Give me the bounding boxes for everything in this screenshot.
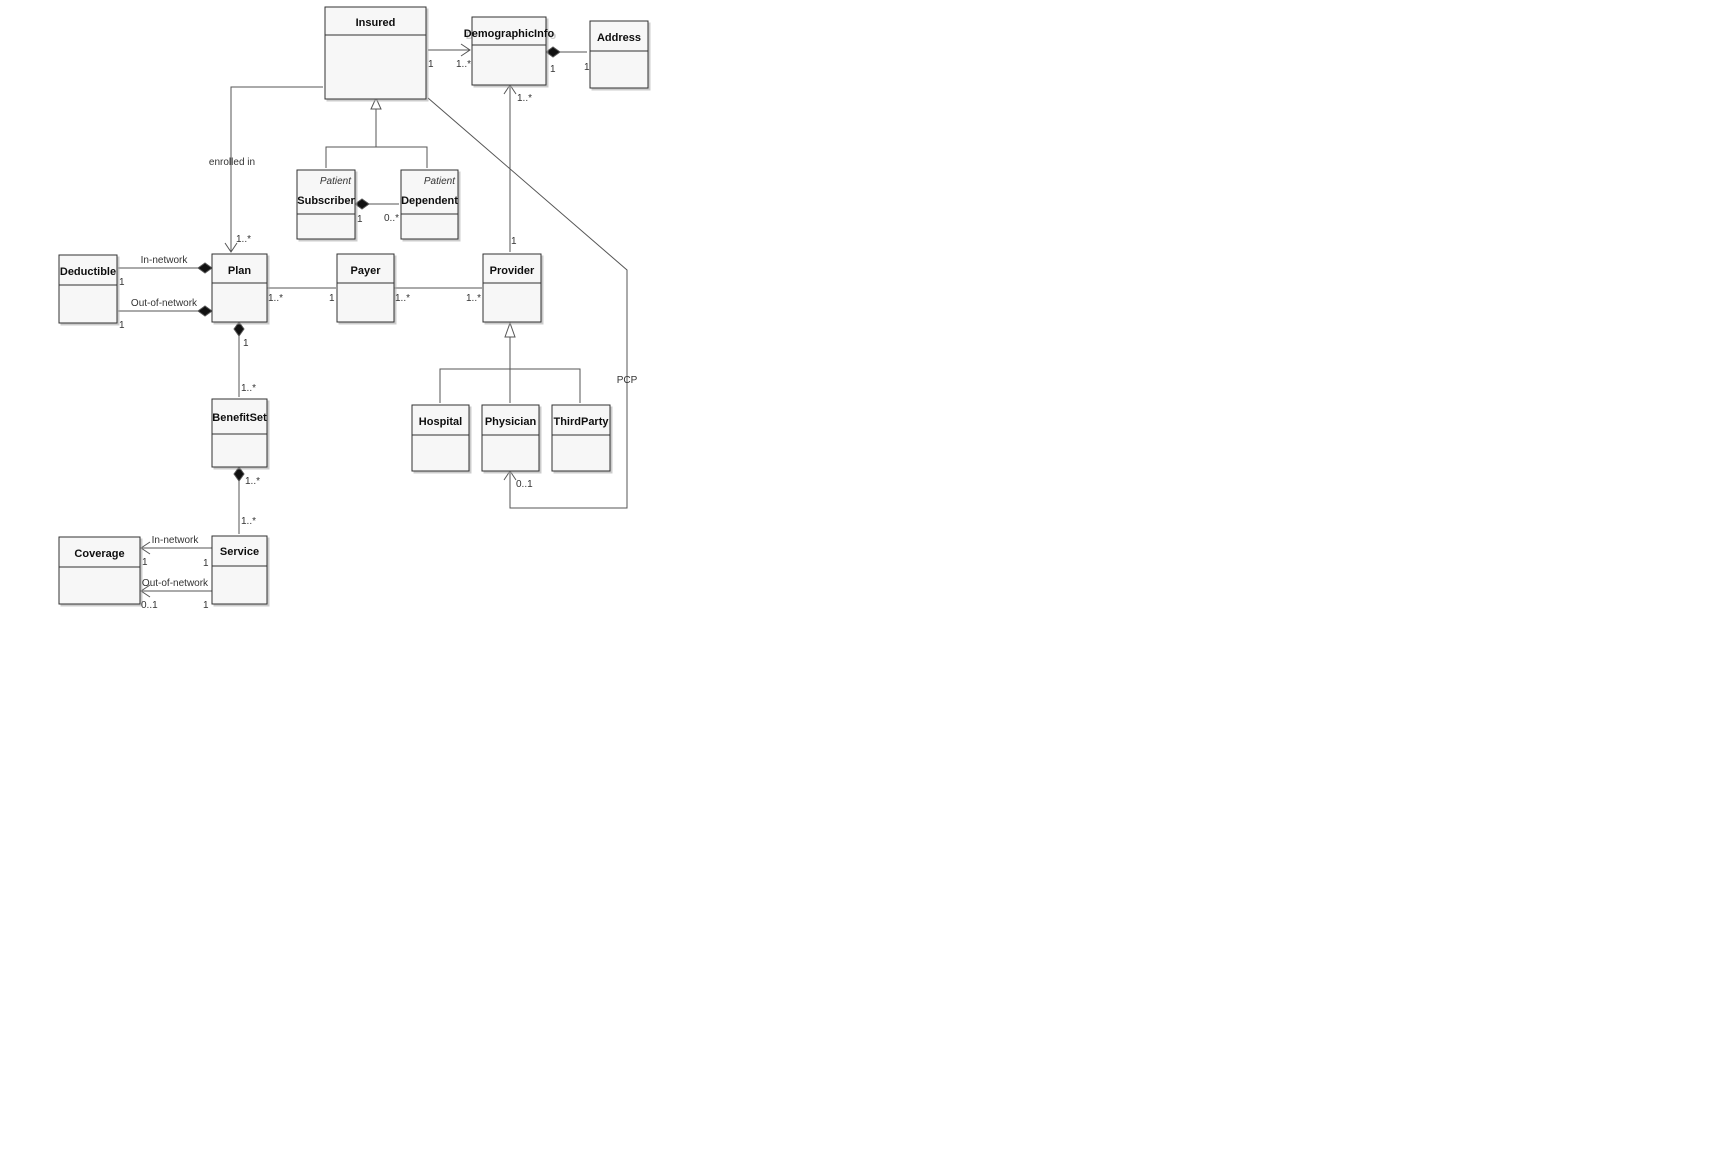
class-deductible[interactable]: Deductible [58, 254, 118, 324]
mult-insured-demo-dst: 1..* [456, 59, 471, 70]
class-name-thirdparty: ThirdParty [553, 416, 609, 428]
generalization-arrow-provider [504, 321, 516, 338]
diamond-benefitset-service [233, 466, 245, 482]
mult-insured-demo-src: 1 [428, 59, 434, 70]
connectors [118, 43, 628, 598]
class-address[interactable]: Address [589, 20, 649, 89]
mult-benefit-service-src: 1..* [245, 476, 260, 487]
mult-provider-demo-dst: 1..* [517, 93, 532, 104]
diamond-deductible-out [197, 305, 213, 317]
stereotype-dependent: Patient [424, 176, 456, 187]
class-physician[interactable]: Physician [481, 404, 540, 472]
class-name-dependent: Dependent [401, 195, 458, 207]
label-coverage-out-of-network: Out-of-network [142, 578, 209, 589]
class-hospital[interactable]: Hospital [411, 404, 470, 472]
arrowhead-enrolled-in [224, 242, 238, 253]
mult-ded-in-src: 1 [119, 277, 125, 288]
arrowhead-coverage-out [140, 584, 151, 598]
mult-plan-payer-src: 1..* [268, 293, 283, 304]
mult-cov-in-dst: 1 [142, 557, 148, 568]
class-name-payer: Payer [351, 265, 382, 277]
class-name-demographicinfo: DemographicInfo [464, 28, 555, 40]
class-name-address: Address [597, 32, 641, 44]
class-benefitset[interactable]: BenefitSet [211, 398, 268, 468]
label-pcp: PCP [617, 375, 638, 386]
label-deductible-out-of-network: Out-of-network [131, 298, 198, 309]
mult-cov-out-src: 1 [203, 600, 209, 611]
class-insured[interactable]: Insured [324, 6, 427, 100]
mult-plan-payer-dst: 1 [329, 293, 335, 304]
mult-enrolled-dst: 1..* [236, 234, 251, 245]
class-name-benefitset: BenefitSet [212, 412, 267, 424]
mult-sub-dep-src: 1 [357, 214, 363, 225]
generalization-subscriber [325, 146, 428, 168]
mult-demo-address-src: 1 [550, 64, 556, 75]
mult-benefit-service-dst: 1..* [241, 516, 256, 527]
class-plan[interactable]: Plan [211, 253, 268, 323]
class-name-subscriber: Subscriber [297, 195, 355, 207]
mult-ded-out-src: 1 [119, 320, 125, 331]
assoc-pcp [427, 97, 628, 509]
mult-demo-address-dst: 1 [584, 62, 590, 73]
class-name-provider: Provider [490, 265, 535, 277]
diamond-subscriber-dependent [354, 198, 370, 210]
class-coverage[interactable]: Coverage [58, 536, 141, 605]
class-payer[interactable]: Payer [336, 253, 395, 323]
mult-payer-provider-dst: 1..* [466, 293, 481, 304]
mult-pcp-dst: 0..1 [516, 479, 533, 490]
arrowhead-insured-demographic [460, 43, 471, 57]
class-dependent[interactable]: Patient Dependent [400, 169, 459, 240]
class-thirdparty[interactable]: ThirdParty [551, 404, 611, 472]
class-demographicinfo[interactable]: DemographicInfo [464, 16, 555, 86]
generalization-arrow-insured [370, 96, 382, 110]
class-name-physician: Physician [485, 416, 537, 428]
label-coverage-in-network: In-network [152, 535, 200, 546]
class-name-insured: Insured [356, 17, 396, 29]
mult-provider-demo-src: 1 [511, 236, 517, 247]
class-subscriber[interactable]: Patient Subscriber [296, 169, 356, 240]
mult-sub-dep-dst: 0..* [384, 213, 399, 224]
diamond-plan-benefitset [233, 321, 245, 337]
class-name-deductible: Deductible [60, 266, 116, 278]
mult-plan-benefit-dst: 1..* [241, 383, 256, 394]
class-name-plan: Plan [228, 265, 252, 277]
diamond-demographic-address [545, 46, 561, 58]
diamond-deductible-in [197, 262, 213, 274]
assoc-enrolled-in [230, 86, 323, 252]
class-name-hospital: Hospital [419, 416, 462, 428]
mult-plan-benefit-src: 1 [243, 338, 249, 349]
mult-cov-in-src: 1 [203, 558, 209, 569]
arrowhead-coverage-in [140, 541, 151, 555]
class-name-service: Service [220, 546, 259, 558]
mult-cov-out-dst: 0..1 [141, 600, 158, 611]
class-name-coverage: Coverage [74, 548, 124, 560]
class-provider[interactable]: Provider [482, 253, 542, 323]
label-enrolled-in: enrolled in [209, 157, 255, 168]
mult-payer-provider-src: 1..* [395, 293, 410, 304]
label-deductible-in-network: In-network [141, 255, 189, 266]
stereotype-subscriber: Patient [320, 176, 352, 187]
class-service[interactable]: Service [211, 535, 268, 605]
